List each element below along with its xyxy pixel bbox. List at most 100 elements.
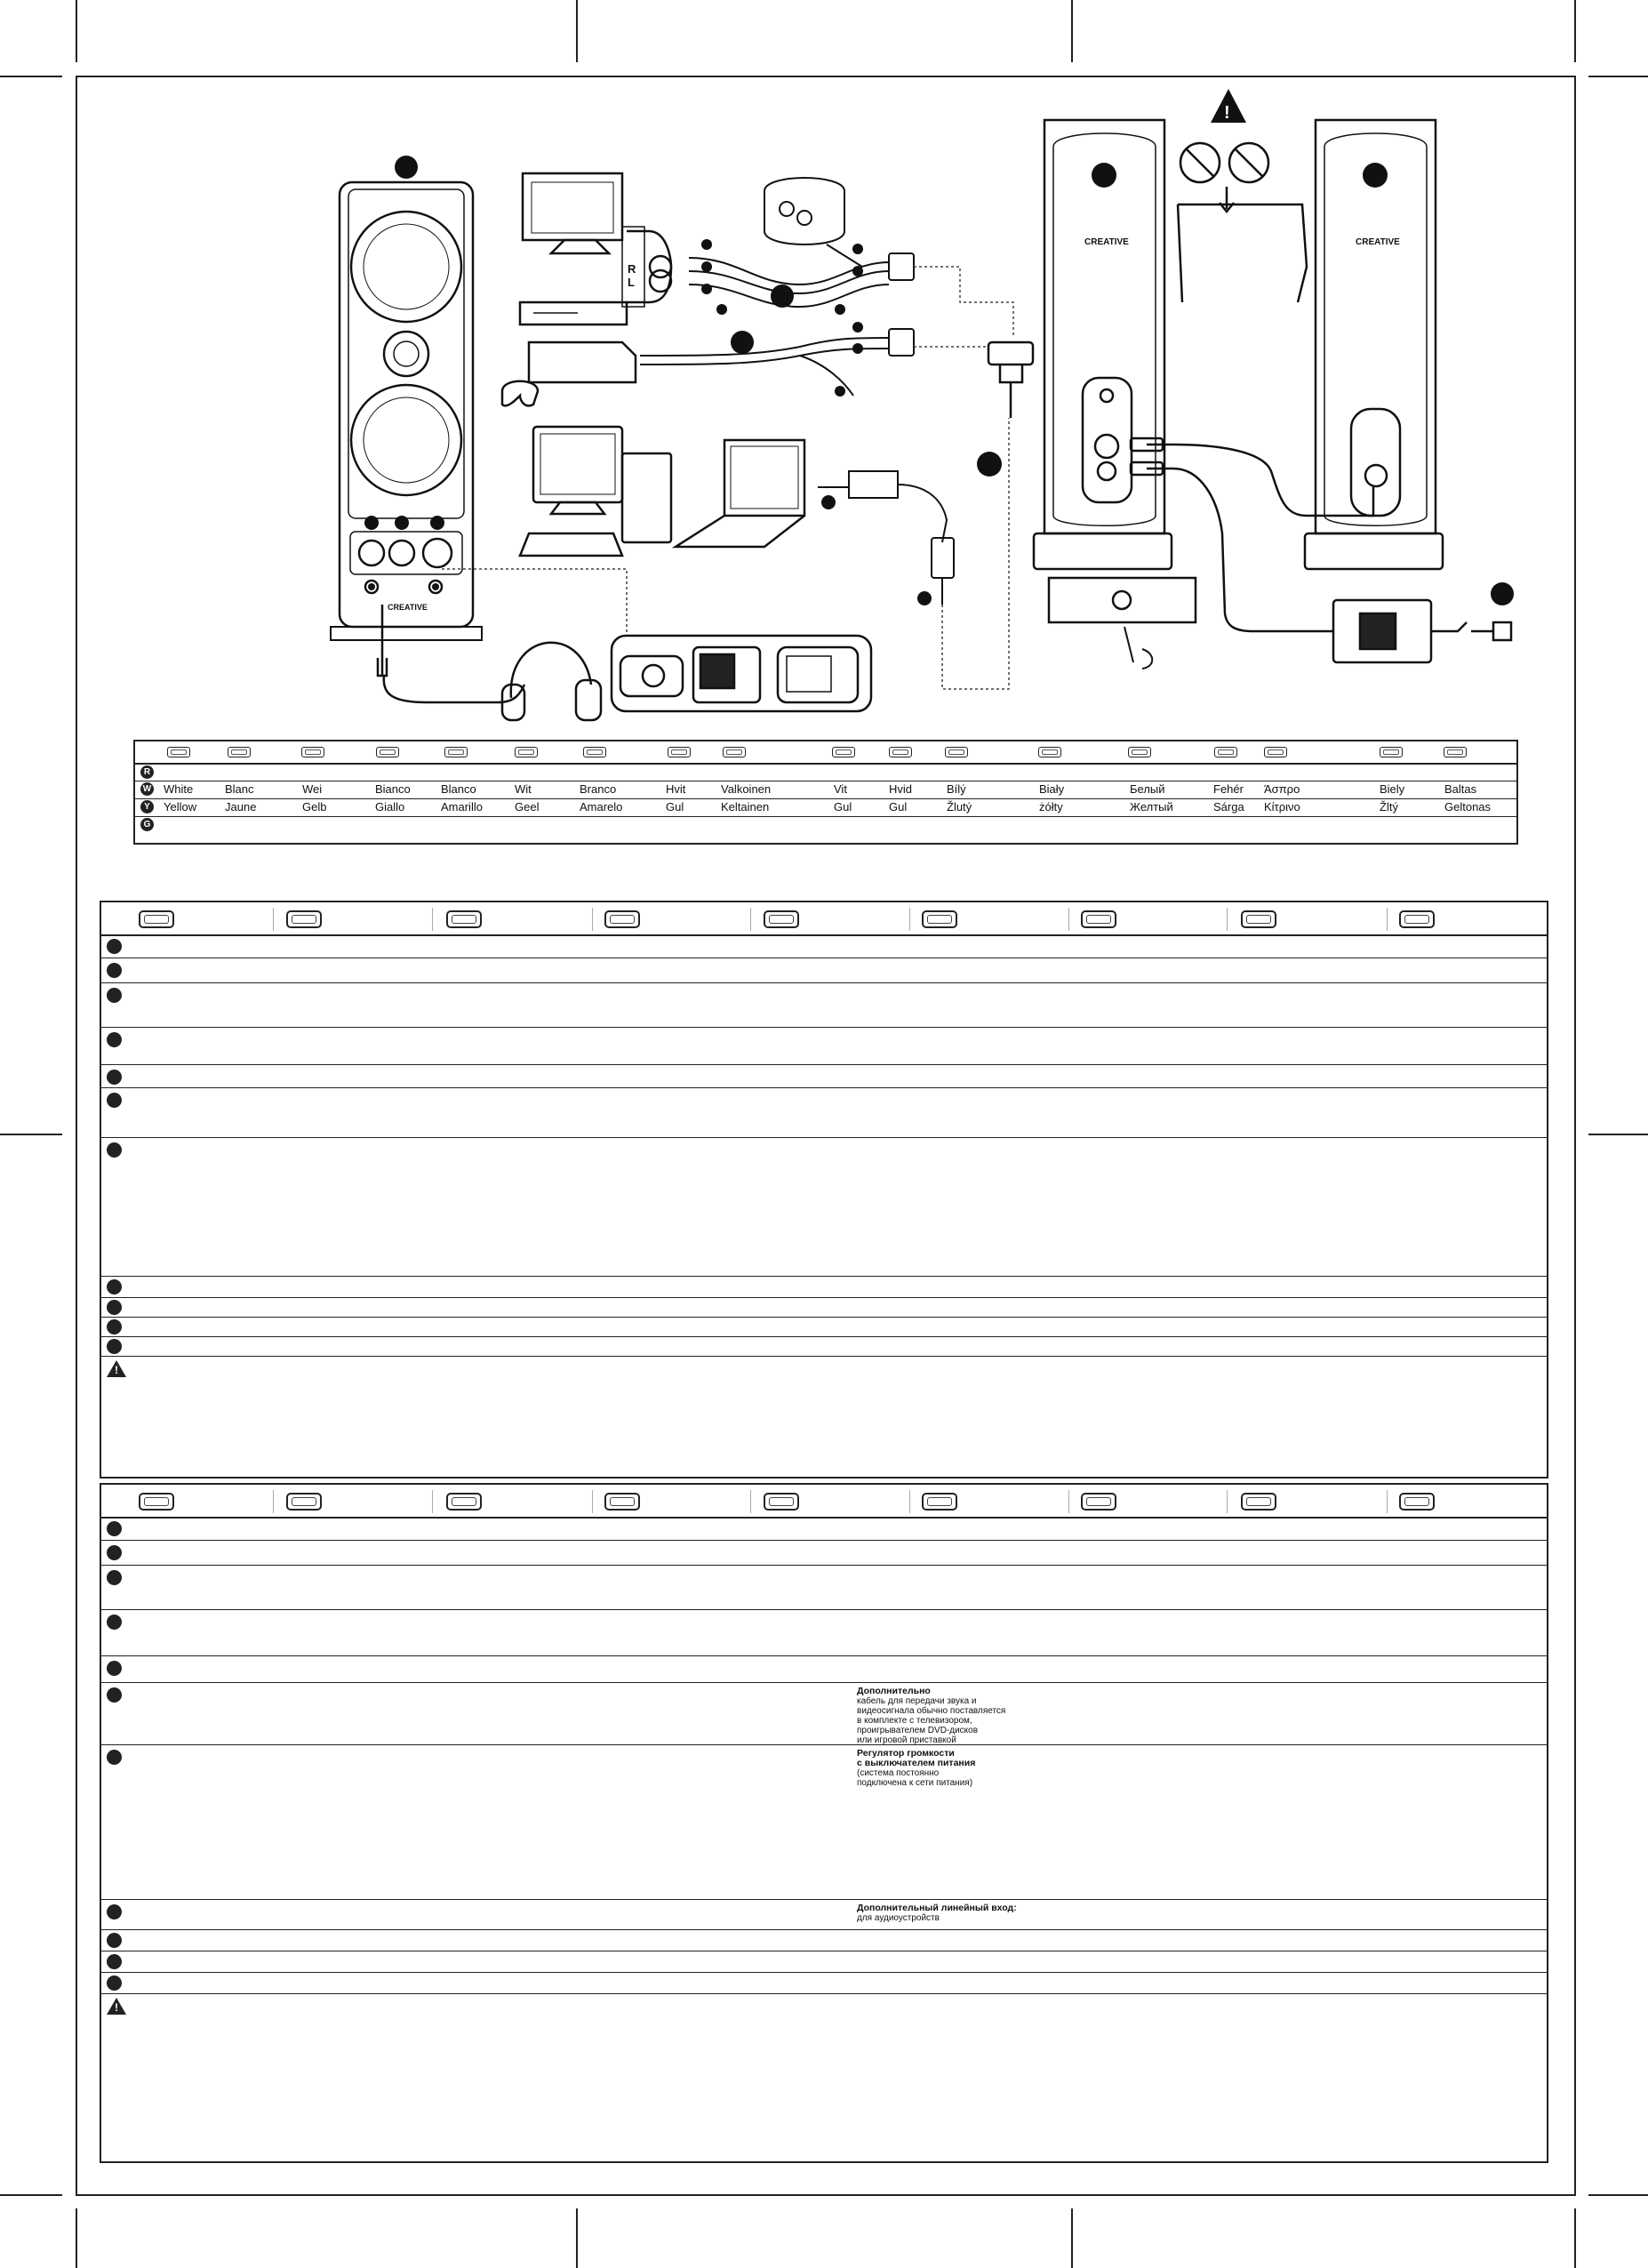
flag-icon [723, 747, 746, 757]
step-dot [107, 963, 122, 978]
color-cell: Vit [834, 782, 847, 796]
flag-icon [515, 747, 538, 757]
column-divider [432, 908, 433, 931]
color-cell: Biały [1039, 782, 1065, 796]
crop-mark [1574, 0, 1576, 62]
minijack-cable [818, 470, 955, 605]
color-cell: Wei [302, 782, 323, 796]
instruction-panel-bottom: Дополнительно кабель для передачи звука … [100, 1483, 1548, 2163]
step-dot [107, 1570, 122, 1585]
panel-row [101, 1972, 1547, 1994]
av-cables [639, 252, 915, 397]
flag-icon [444, 747, 468, 757]
desktop-computer-icon [518, 425, 673, 557]
color-cell: Amarillo [441, 800, 483, 813]
page-frame [76, 76, 1576, 2196]
step-dot [107, 1750, 122, 1765]
flag-icon [446, 1493, 482, 1511]
panel-row [101, 1297, 1547, 1318]
rca-left-label: L [628, 276, 635, 289]
rear-speaker-right [1303, 118, 1444, 571]
note-title: Дополнительный линейный вход: [857, 1903, 1017, 1913]
note-line: (система постоянно [857, 1768, 940, 1778]
warning-icon [107, 1998, 126, 2015]
laptop-icon [671, 438, 806, 549]
panel-row [101, 1276, 1547, 1298]
color-table: R W White Blanc Wei Bianco Blanco Wit Br… [133, 740, 1518, 845]
column-divider [1068, 908, 1069, 931]
note-line: проигрывателем DVD-дисков [857, 1726, 979, 1735]
step-dot [107, 1933, 122, 1948]
row-label: W [140, 782, 154, 796]
note-line: кабель для передачи звука и [857, 1696, 977, 1706]
flag-icon [1081, 1493, 1116, 1511]
row-green: G [135, 816, 1516, 834]
front-logo: CREATIVE [388, 603, 428, 612]
color-cell: Valkoinen [721, 782, 772, 796]
warning-icon [107, 1360, 126, 1377]
color-cell: Giallo [375, 800, 405, 813]
step-dot [107, 1300, 122, 1315]
rear-right-logo: CREATIVE [1356, 237, 1400, 247]
flag-icon [228, 747, 251, 757]
no-tilt-icons [1176, 141, 1308, 303]
color-cell: Žlutý [947, 800, 972, 813]
note-line: подключена к сети питания) [857, 1778, 973, 1788]
flag-icon [376, 747, 399, 757]
row-label: Y [140, 800, 154, 813]
flag-icon [139, 1493, 174, 1511]
step-dot [107, 988, 122, 1003]
step-dot [107, 1093, 122, 1108]
panel-row [101, 1336, 1547, 1357]
flag-icon [832, 747, 855, 757]
column-divider [273, 908, 274, 931]
flag-icon [922, 910, 957, 928]
flag-icon [1380, 747, 1403, 757]
column-divider [750, 1490, 751, 1513]
step-dot [107, 1954, 122, 1969]
column-divider [1227, 1490, 1228, 1513]
panel-row [101, 1356, 1547, 1478]
color-cell: Fehér [1213, 782, 1244, 796]
step-dot [107, 1070, 122, 1085]
note-title: Регулятор громкости [857, 1748, 955, 1759]
step-dot [107, 1687, 122, 1703]
flag-icon [446, 910, 482, 928]
color-cell: Wit [515, 782, 532, 796]
step-dot [107, 1661, 122, 1676]
panel-row [101, 1655, 1547, 1683]
row-white: W White Blanc Wei Bianco Blanco Wit Bran… [135, 781, 1516, 798]
color-cell: Blanco [441, 782, 476, 796]
panel-row: Регулятор громкости с выключателем питан… [101, 1744, 1547, 1900]
color-cell: Hvit [666, 782, 686, 796]
connector-detail-callout [764, 177, 863, 268]
flag-icon [1241, 910, 1276, 928]
color-cell: Yellow [164, 800, 197, 813]
color-cell: Branco [580, 782, 617, 796]
crop-mark [1588, 1134, 1648, 1135]
flag-icon [1399, 1493, 1435, 1511]
note-line: в комплекте с телевизором, [857, 1716, 972, 1726]
color-cell: Baltas [1444, 782, 1477, 796]
row-red: R [135, 763, 1516, 781]
crop-mark [576, 0, 578, 62]
step-dot [107, 1339, 122, 1354]
color-cell: Biely [1380, 782, 1405, 796]
flag-icon [922, 1493, 957, 1511]
panel-row [101, 1027, 1547, 1065]
row-label: R [140, 765, 154, 779]
optional-av-cable-note: Дополнительно кабель для передачи звука … [857, 1687, 1005, 1746]
game-console-icon [500, 341, 637, 407]
step-dot [107, 1032, 122, 1047]
color-cell: Gul [889, 800, 908, 813]
rear-speaker-left [1032, 118, 1197, 624]
flag-icon [1038, 747, 1061, 757]
panel-row [101, 1609, 1547, 1656]
color-cell: Желтый [1130, 800, 1173, 813]
panel-row [101, 1929, 1547, 1951]
step-dot [107, 1904, 122, 1919]
panel-row: Дополнительно кабель для передачи звука … [101, 1682, 1547, 1745]
mp3-players-icon [610, 634, 873, 713]
color-cell: Hvid [889, 782, 913, 796]
color-cell: Keltainen [721, 800, 770, 813]
